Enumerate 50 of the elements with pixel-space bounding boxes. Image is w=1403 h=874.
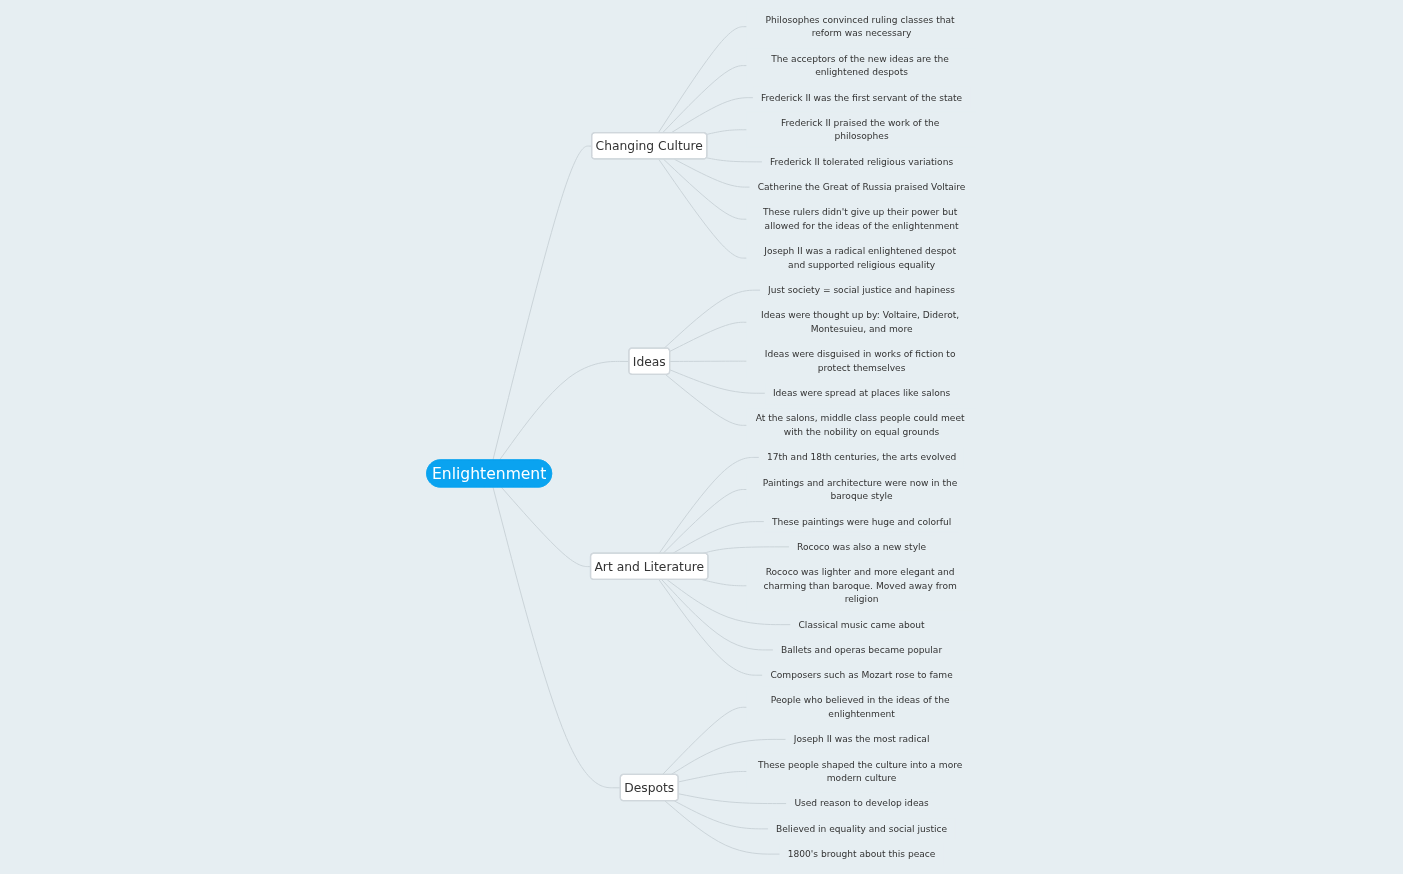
connector: [661, 579, 774, 651]
node-text: People who believed in the ideas of the enlightenment: [770, 694, 950, 719]
connector: [658, 456, 760, 554]
connector: [661, 706, 748, 776]
node-text: Catherine the Great of Russia praised Voltaire: [757, 181, 966, 192]
connector: [657, 26, 748, 134]
node-text: Rococo was lighter and more elegant and charming than baroque. Moved away from religion: [763, 566, 957, 605]
connector: [669, 369, 766, 394]
node-text: Joseph II was the most radical: [793, 733, 930, 745]
connector: [673, 158, 751, 188]
node-text: These paintings were huge and colorful: [771, 516, 952, 527]
node-text: Joseph II was a radical enlightened despot and supported religious equality: [764, 245, 956, 270]
connector: [673, 800, 769, 830]
node-text: Frederick II tolerated religious variations: [770, 156, 954, 167]
connector: [661, 65, 748, 134]
connector: [706, 129, 748, 135]
node-text: Composers such as Mozart rose to fame: [770, 669, 953, 681]
connector: [678, 771, 748, 783]
node-text: Classical music came about: [798, 619, 925, 630]
node-text: 17th and 18th centuries, the arts evolved: [766, 451, 957, 463]
connector: [665, 374, 748, 426]
connector: [678, 793, 788, 805]
node-text: Paintings and architecture were now in the baroque style: [762, 477, 958, 502]
connector: [670, 738, 787, 776]
node-text: Philosophes convinced ruling classes that reform was necessary: [765, 14, 955, 39]
connector: [663, 289, 761, 349]
node-text: The acceptors of the new ideas are the enlightened despots: [771, 53, 949, 78]
node-text: These people shaped the culture into a more modern culture: [757, 759, 963, 784]
node-text: 1800's brought about this peace: [787, 848, 936, 859]
node-text: These rulers didn't give up their power but allowed for the ideas of the enlightenment: [762, 206, 959, 231]
node-text: Ideas were spread at places like salons: [772, 387, 951, 399]
node-text: Ideas were thought up by: Voltaire, Diderot, Montesuieu, and more: [761, 309, 960, 334]
node-text: Used reason to develop ideas: [794, 798, 929, 809]
connector: [669, 321, 748, 352]
node-text: At the salons, middle class people could meet with the nobility on equal grounds: [755, 413, 965, 437]
node-text: Ballets and operas became popular: [780, 644, 943, 655]
node-text: Frederick II was the first servant of the state: [760, 92, 963, 103]
connector: [658, 579, 764, 676]
node-text: Frederick II praised the work of the philosophes: [780, 117, 940, 142]
node-text: Ideas were disguised in works of fiction to protect themselves: [764, 348, 956, 373]
connector: [666, 579, 792, 626]
connector: [663, 158, 748, 220]
connector: [658, 158, 748, 259]
node-text: Just society = social justice and hapiness: [768, 284, 956, 296]
node-text: Rococo was also a new style: [797, 541, 927, 552]
connector: [662, 489, 748, 554]
connector: [706, 157, 763, 163]
node-text: Believed in equality and social justice: [776, 823, 948, 834]
connector: [672, 521, 765, 554]
connector: [664, 800, 781, 855]
